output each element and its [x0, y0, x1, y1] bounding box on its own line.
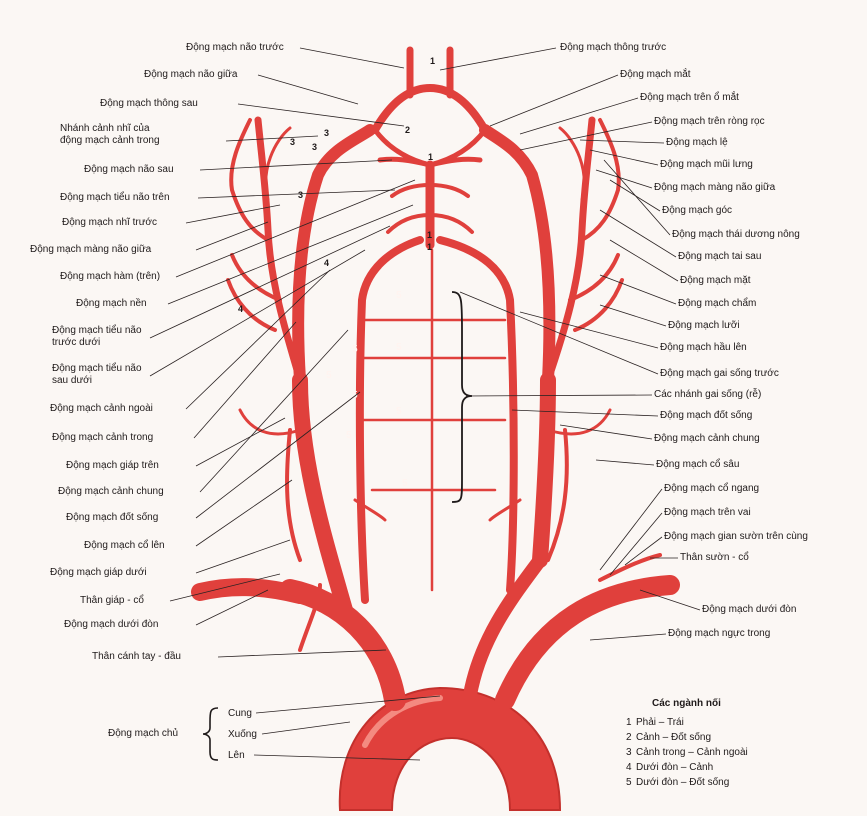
label-internal-thoracic: Động mạch ngực trong	[668, 628, 770, 639]
legend-item-3-text: Cảnh trong – Cảnh ngoài	[636, 747, 748, 758]
legend-item-1-text: Phải – Trái	[636, 717, 684, 728]
label-pica-2: sau dưới	[52, 375, 92, 386]
label-transverse-cervical: Động mạch cổ ngang	[664, 482, 759, 494]
legend-item-2-num: 2	[626, 732, 632, 743]
label-brachiocephalic-trunk: Thân cánh tay - đầu	[92, 650, 181, 662]
label-middle-meningeal-left: Động mạch màng não giữa	[30, 244, 152, 255]
label-facial: Động mạch mặt	[680, 275, 751, 286]
spinal-branches-bracket	[452, 292, 472, 502]
marker-3-b: 3	[290, 137, 295, 147]
label-vertebral-left: Động mạch đốt sống	[66, 511, 158, 523]
label-costocervical-trunk: Thân sườn - cổ	[680, 551, 749, 563]
label-anterior-spinal: Động mạch gai sống trước	[660, 367, 779, 379]
legend-item-3-num: 3	[626, 747, 632, 758]
label-anterior-tympanic: Động mạch nhĩ trước	[62, 217, 157, 228]
label-aica-2: trước dưới	[52, 337, 100, 348]
label-middle-meningeal-right: Động mạch màng não giữa	[654, 182, 776, 193]
label-external-carotid: Động mạch cảnh ngoài	[50, 403, 153, 414]
label-posterior-cerebral: Động mạch não sau	[84, 164, 174, 175]
label-supreme-intercostal: Động mạch gian sườn trên cùng	[664, 531, 808, 542]
legend-title: Các ngành nối	[652, 697, 721, 709]
marker-1-mid: 1	[428, 152, 433, 162]
label-ascending-pharyngeal: Động mạch hầu lên	[660, 341, 747, 353]
marker-5-c: 5	[352, 344, 358, 355]
marker-3-c: 3	[312, 142, 317, 152]
marker-5-h: 5	[346, 430, 352, 441]
label-subclavian-left: Động mạch dưới đòn	[64, 619, 158, 630]
marker-5-d: 5	[396, 342, 402, 353]
label-thyrocervical-trunk: Thân giáp - cổ	[80, 594, 144, 606]
marker-5-i: 5	[402, 478, 408, 489]
legend-item-2-text: Cảnh – Đốt sống	[636, 731, 711, 743]
marker-1-low-a: 1	[427, 230, 432, 240]
label-supratrochlear: Động mạch trên ròng rọc	[654, 116, 765, 127]
label-anterior-cerebral: Động mạch não trước	[186, 42, 284, 53]
marker-1-low-b: 1	[427, 242, 432, 252]
label-common-carotid-left: Động mạch cảnh chung	[58, 486, 164, 497]
marker-5-b: 5	[396, 290, 402, 301]
legend-item-5-num: 5	[626, 777, 632, 788]
label-occipital: Động mạch chẩm	[678, 297, 756, 309]
label-inferior-thyroid: Động mạch giáp dưới	[50, 567, 147, 578]
legend-item-5-text: Dưới đòn – Đốt sống	[636, 776, 729, 788]
label-ascending-aorta: Lên	[228, 750, 245, 761]
label-spinal-branches: Các nhánh gai sống (rễ)	[654, 387, 761, 400]
marker-5-g: 5	[396, 406, 402, 417]
label-caroticotympanic-1: Nhánh cảnh nhĩ của	[60, 122, 150, 134]
marker-2: 2	[405, 125, 410, 135]
marker-1-top: 1	[430, 56, 435, 66]
marker-5-a: 5	[352, 292, 358, 303]
label-basilar: Động mạch nền	[76, 297, 147, 309]
label-angular: Động mạch góc	[662, 205, 732, 216]
right-labels: Động mạch thông trước Động mạch mắt Động…	[560, 42, 808, 639]
label-ophthalmic: Động mạch mắt	[620, 67, 691, 80]
label-descending-aorta: Xuống	[228, 728, 257, 740]
marker-4-a: 4	[324, 258, 329, 268]
marker-3-d: 3	[298, 190, 303, 200]
left-leader-lines	[150, 48, 415, 657]
legend-item-4-num: 4	[626, 762, 632, 773]
legend-item-1-num: 1	[626, 717, 632, 728]
label-internal-carotid: Động mạch cảnh trong	[52, 432, 153, 443]
label-lingual: Động mạch lưỡi	[668, 320, 740, 331]
marker-4-b: 4	[238, 304, 243, 314]
label-caroticotympanic-2: động mạch cảnh trong	[60, 135, 160, 146]
label-vertebral-right: Động mạch đốt sống	[660, 409, 752, 421]
label-supraorbital: Động mạch trên ổ mắt	[640, 90, 739, 103]
label-anterior-communicating: Động mạch thông trước	[560, 42, 666, 53]
label-superior-thyroid: Động mạch giáp trên	[66, 460, 159, 471]
vessel-drawing	[200, 50, 670, 816]
label-aorta: Động mạch chủ	[108, 727, 178, 739]
label-deep-cervical: Động mạch cổ sâu	[656, 458, 739, 470]
label-middle-cerebral: Động mạch não giữa	[144, 69, 238, 80]
label-ascending-cervical: Động mạch cổ lên	[84, 539, 165, 551]
label-aortic-arch: Cung	[228, 708, 252, 719]
label-pica-1: Động mạch tiểu não	[52, 362, 142, 374]
label-maxillary: Động mạch hàm (trên)	[60, 271, 160, 282]
label-superior-cerebellar: Động mạch tiểu não trên	[60, 191, 170, 203]
label-posterior-communicating: Động mạch thông sau	[100, 98, 198, 109]
marker-3-a: 3	[324, 128, 329, 138]
label-posterior-auricular: Động mạch tai sau	[678, 251, 761, 262]
label-subclavian-right: Động mạch dưới đòn	[702, 604, 796, 615]
label-common-carotid-right: Động mạch cảnh chung	[654, 433, 760, 444]
left-labels: Động mạch não trước Động mạch não giữa Đ…	[30, 42, 284, 662]
label-suprascapular: Động mạch trên vai	[664, 507, 751, 518]
label-superficial-temporal: Động mạch thái dương nông	[672, 229, 800, 240]
marker-5-e: 5	[326, 370, 332, 381]
label-lacrimal: Động mạch lệ	[666, 137, 728, 148]
anastomosis-legend: Các ngành nối 1 Phải – Trái 2 Cảnh – Đốt…	[626, 697, 748, 788]
legend-item-4-text: Dưới đòn – Cảnh	[636, 762, 713, 773]
label-dorsal-nasal: Động mạch mũi lưng	[660, 159, 753, 170]
label-aica-1: Động mạch tiểu não	[52, 324, 142, 336]
anastomosis-markers: 1 2 1 3 3 3 3 1 1 4 4 5 5 5 5 5 5 5 5 5	[238, 56, 435, 489]
